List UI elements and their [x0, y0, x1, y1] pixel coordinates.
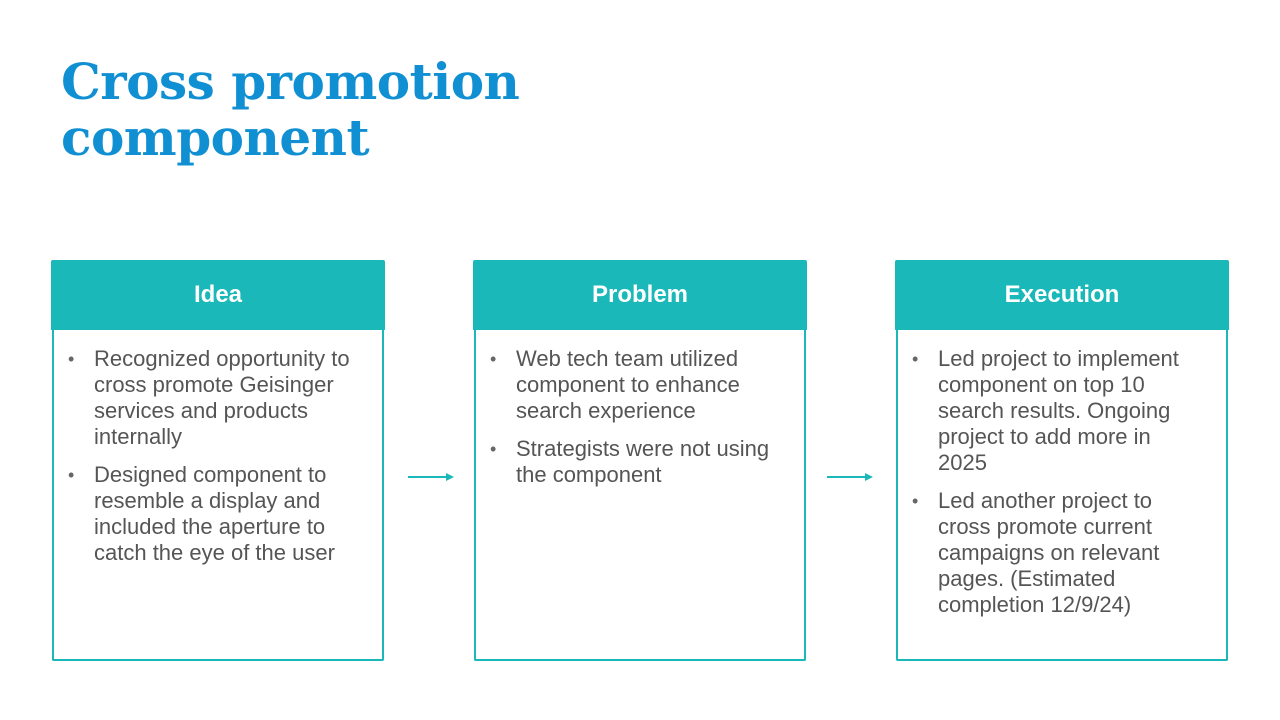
problem-bullet-item: • Web tech team utilized component to enh…	[476, 346, 782, 424]
problem-bullet-text: Web tech team utilized component to enha…	[516, 346, 740, 423]
title-line-1: Cross promotion	[61, 52, 520, 111]
bullet-icon: •	[490, 439, 497, 459]
execution-card: Execution • Led project to implement comp…	[895, 260, 1229, 661]
execution-bullet-text: Led another project to cross promote cur…	[938, 488, 1160, 617]
execution-bullet-item: • Led another project to cross promote cu…	[898, 488, 1204, 618]
problem-card-body: • Web tech team utilized component to enh…	[474, 330, 806, 661]
idea-card: Idea • Recognized opportunity to cross pr…	[51, 260, 385, 661]
problem-card-heading: Problem	[591, 281, 689, 308]
title-line-2: component	[61, 108, 370, 167]
bullet-icon: •	[68, 349, 75, 369]
idea-bullet-text: Designed component to resemble a display…	[94, 462, 335, 565]
idea-card-heading: Idea	[193, 281, 243, 308]
execution-card-heading: Execution	[1004, 281, 1120, 308]
problem-bullet-item: • Strategists were not using the componen…	[476, 436, 782, 488]
idea-card-body: • Recognized opportunity to cross promote…	[52, 330, 384, 661]
bullet-icon: •	[912, 349, 919, 369]
execution-bullet-list: • Led project to implement component on t…	[898, 330, 1226, 618]
bullet-icon: •	[912, 491, 919, 511]
idea-bullet-text: Recognized opportunity to cross promote …	[94, 346, 350, 449]
execution-bullet-text: Led project to implement component on to…	[938, 346, 1179, 475]
execution-bullet-item: • Led project to implement component on t…	[898, 346, 1204, 476]
idea-bullet-list: • Recognized opportunity to cross promote…	[54, 330, 382, 566]
right-arrow-icon	[408, 473, 454, 481]
problem-card-header: Problem	[473, 260, 807, 330]
problem-card: Problem • Web tech team utilized componen…	[473, 260, 807, 661]
idea-bullet-item: • Designed component to resemble a displa…	[54, 462, 360, 566]
execution-card-header: Execution	[895, 260, 1229, 330]
problem-bullet-list: • Web tech team utilized component to enh…	[476, 330, 804, 488]
idea-card-header: Idea	[51, 260, 385, 330]
idea-bullet-item: • Recognized opportunity to cross promote…	[54, 346, 360, 450]
right-arrow-icon	[827, 473, 873, 481]
bullet-icon: •	[490, 349, 497, 369]
execution-card-body: • Led project to implement component on t…	[896, 330, 1228, 661]
problem-bullet-text: Strategists were not using the component	[516, 436, 770, 487]
bullet-icon: •	[68, 465, 75, 485]
